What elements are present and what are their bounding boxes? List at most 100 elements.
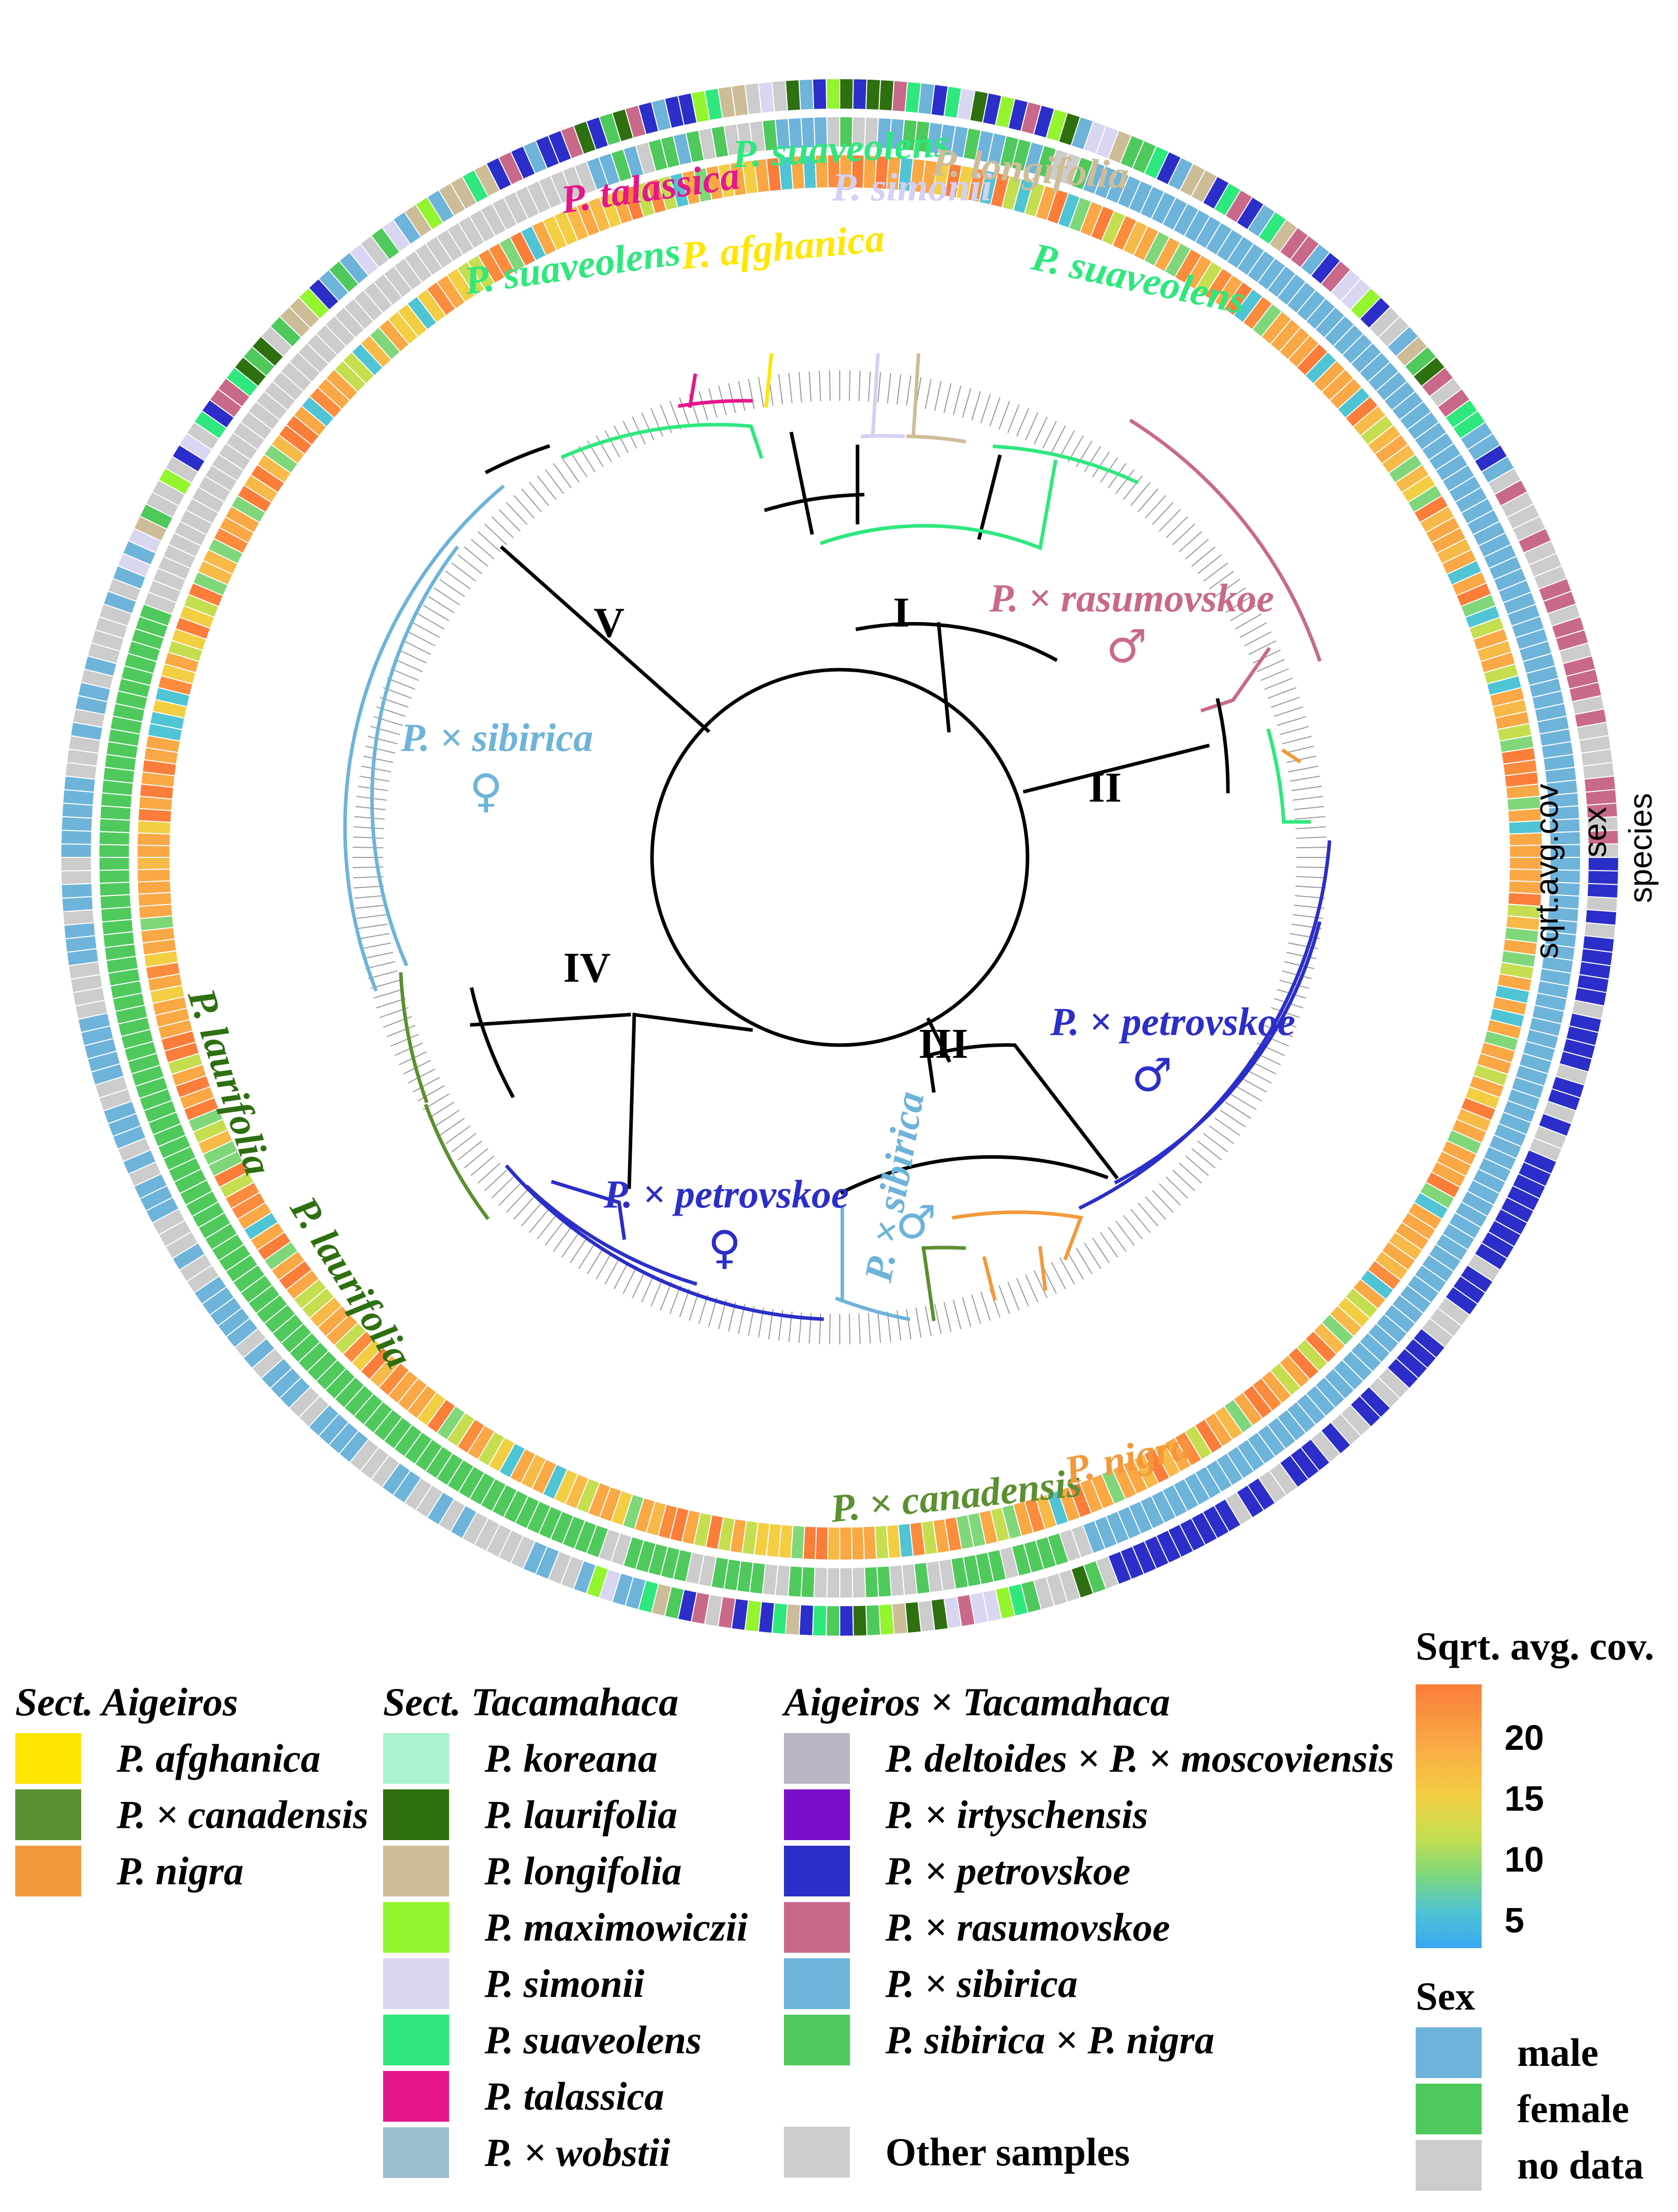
clade-IV-petrovskoe-link (627, 1013, 636, 1189)
leaf-tip (451, 1133, 476, 1153)
leaf-tip (1166, 1176, 1188, 1199)
branch-root-I (937, 622, 951, 733)
leaf-tip (1084, 445, 1102, 472)
ring-species-cell (1587, 857, 1620, 872)
leaf-tip (1016, 408, 1029, 437)
clade-petrovskoe-female-arc (505, 1164, 824, 1321)
leaf-tip (934, 381, 942, 411)
leaf-tip (1268, 687, 1297, 699)
leaf-tip (748, 378, 755, 409)
legend-tacamahaca-label: P. × wobstii (485, 2130, 670, 2174)
legend-tacamahaca-label: P. suaveolens (485, 2017, 702, 2062)
legend-tacamahaca-item: P. laurifolia (383, 1786, 748, 1843)
leaf-tip (1225, 596, 1252, 613)
legend-sex-label: male (1517, 2030, 1599, 2075)
legend-tacamahaca-item: P. talassica (383, 2068, 748, 2124)
leaf-tip (1214, 1117, 1240, 1136)
leaf-tip (433, 1110, 460, 1128)
leaf-tip (1264, 677, 1293, 690)
leaf-tip (1293, 806, 1324, 810)
legend-tacamahaca-item: P. koreana (383, 1730, 748, 1786)
ring-coverage-cell (827, 1526, 840, 1561)
legend-tacamahaca-swatch (383, 2014, 449, 2065)
leaf-tip (1025, 1274, 1039, 1303)
legend-hybrid-item: P. × rasumovskoe (784, 1899, 1394, 1955)
legend-hybrid-swatch (784, 1958, 850, 2009)
legend-label-other: Other samples (885, 2129, 1130, 2174)
clade-canadensis-sub (921, 1246, 966, 1321)
ring-coverage-cell (137, 892, 173, 907)
leaf-tip (1051, 425, 1066, 453)
leaf-tip (1166, 516, 1188, 539)
clade-afghanica (764, 353, 773, 408)
leaf-tip (962, 388, 972, 418)
leaf-tip (962, 1297, 972, 1327)
leaf-tip (413, 1077, 440, 1093)
leaf-tip (669, 1285, 681, 1315)
ring-coverage-cell (1509, 844, 1544, 858)
leaf-tip (1291, 785, 1322, 791)
leaf-tip (1274, 706, 1304, 717)
leaf-tip (491, 516, 514, 539)
ring-sex-cell (864, 1566, 879, 1599)
leaf-tip (818, 370, 821, 401)
root-circle (650, 668, 1030, 1047)
legend-hybrid-item: P. × sibirica (784, 1955, 1394, 2012)
leaf-tip (477, 1162, 501, 1184)
clade-sibirica-male (835, 1205, 911, 1322)
leaf-tip (498, 509, 521, 532)
legend-sex-label: no data (1517, 2142, 1644, 2187)
leaf-tip (403, 640, 431, 655)
leaf-tip (513, 495, 535, 519)
coverage-tick-10: 10 (1504, 1840, 1544, 1879)
coverage-tick-20: 20 (1504, 1718, 1544, 1757)
leaf-tip (934, 1304, 942, 1334)
legend-hybrid-label: P. × petrovskoe (885, 1848, 1131, 1893)
leaf-tip (1076, 1248, 1093, 1274)
leaf-tip (877, 1312, 881, 1343)
leaf-tip (858, 370, 861, 401)
leaf-tip (458, 1140, 483, 1161)
ring-coverage-cell (839, 1526, 853, 1561)
leaf-tip (578, 1242, 596, 1269)
ring-species-cell (1587, 870, 1619, 885)
legend-aigeiros-item: P. × canadensis (15, 1786, 368, 1843)
leaf-tip (877, 372, 881, 403)
leaf-tip (1185, 1155, 1209, 1177)
legend-hybrid-label: P. × sibirica (885, 1961, 1078, 2006)
ring-coverage-cell (136, 857, 171, 871)
leaf-tip (451, 562, 476, 582)
ring-sex-cell (813, 1567, 828, 1599)
label-rasumovskoe: P. × rasumovskoe (989, 576, 1274, 620)
leaf-tip (1197, 1140, 1222, 1161)
legend-hybrid-swatch (784, 2014, 850, 2065)
leaf-tip (544, 469, 564, 494)
leaf-tip (1191, 546, 1216, 567)
leaf-tip (553, 463, 572, 489)
leaf-tip (1115, 1221, 1135, 1246)
leaf-tip (698, 391, 708, 421)
leaf-tip (943, 383, 952, 413)
leaf-tip (521, 1202, 542, 1227)
legend-tacamahaca-label: P. laurifolia (485, 1792, 677, 1837)
leaf-tip (980, 394, 991, 424)
legend-hybrid: Aigeiros × Tacamahaca P. deltoides × P. … (784, 1674, 1394, 2180)
leaf-tip (896, 374, 902, 405)
leaf-tip (1179, 1162, 1203, 1184)
leaf-tip (632, 416, 646, 445)
leaf-tip (367, 736, 398, 745)
clade-rasumovskoe-branch (1200, 647, 1271, 713)
legend-aigeiros-label: P. × canadensis (117, 1792, 368, 1837)
leaf-tip (1284, 745, 1314, 754)
legend-aigeiros-item: P. nigra (15, 1843, 368, 1899)
leaf-tip (1172, 1169, 1195, 1191)
leaf-tip (858, 1314, 861, 1344)
ring-species-cell (771, 80, 789, 113)
legend-sex-label: female (1517, 2086, 1629, 2131)
leaf-tip (952, 385, 962, 416)
ring-species-cell (60, 857, 92, 872)
clade-rasumovskoe-arc (1129, 419, 1322, 662)
leaf-tip (354, 816, 385, 820)
leaf-tip (1084, 1242, 1102, 1269)
leaf-tip (398, 649, 427, 664)
